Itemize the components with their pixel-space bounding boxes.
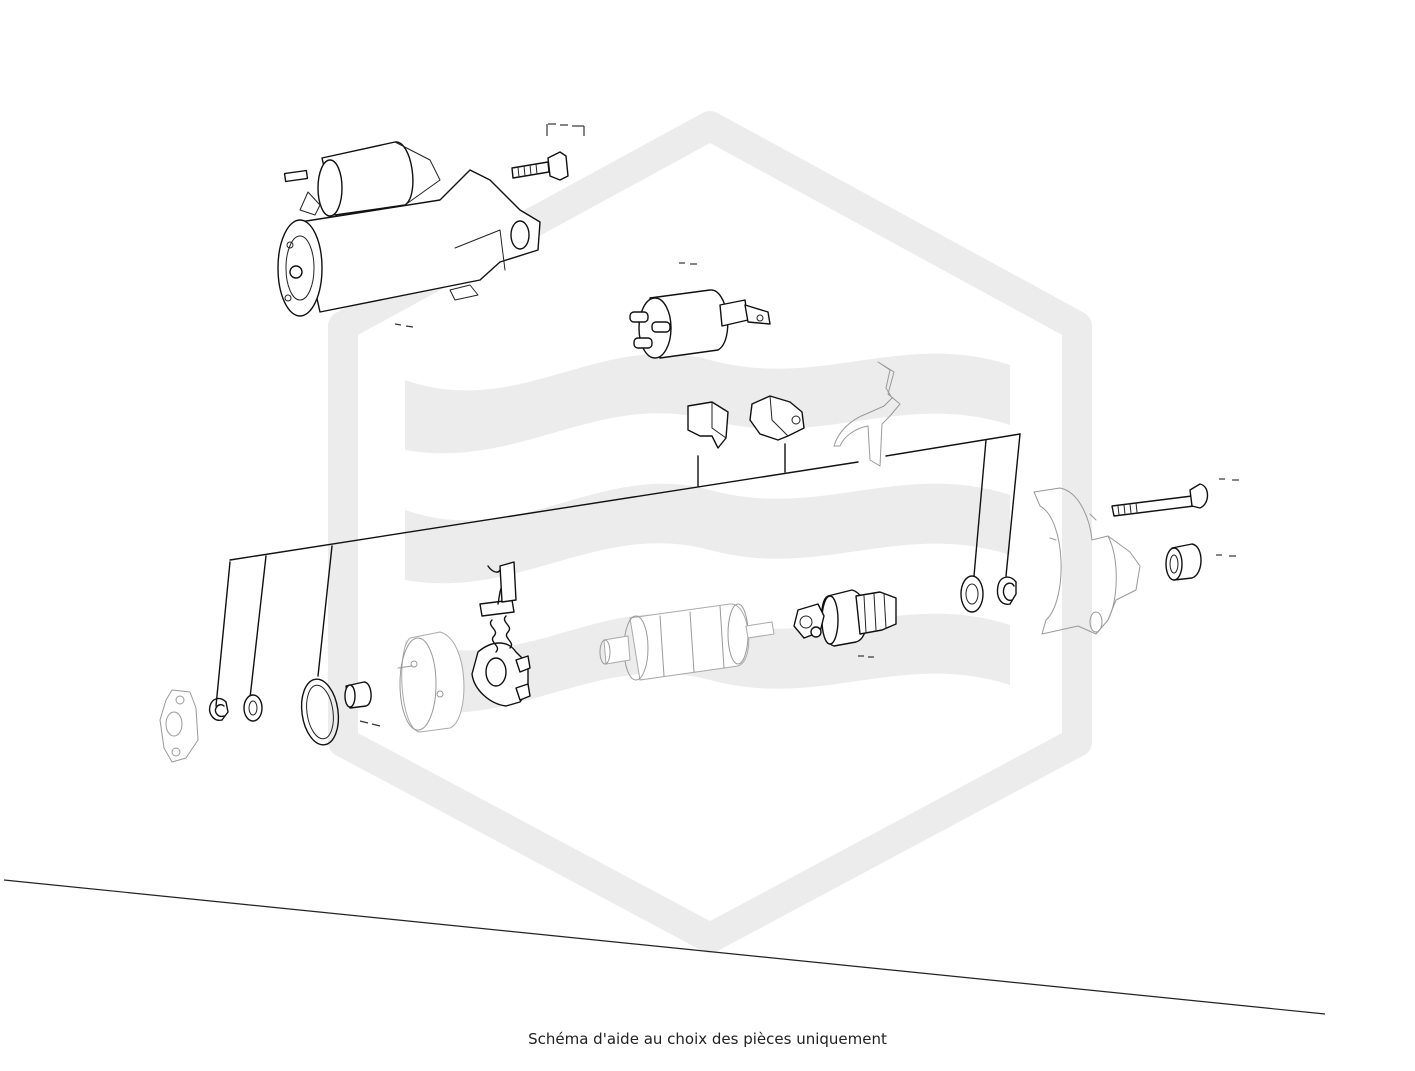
- washer-icon: [243, 694, 263, 722]
- bushing-icon: [344, 681, 381, 727]
- washer-icon: [960, 575, 984, 613]
- solenoid-icon: [629, 289, 771, 359]
- diagram-caption: Schéma d'aide au choix des pièces unique…: [528, 1030, 887, 1048]
- o-ring-icon: [300, 678, 340, 746]
- brush-holder-clip-icon: [749, 395, 805, 441]
- leader-lines: [215, 433, 1021, 707]
- long-bolt-icon: [1111, 478, 1239, 517]
- pinion-drive-icon: [793, 589, 897, 658]
- shift-fork-icon: [833, 361, 901, 467]
- baseline-divider: [3, 879, 1326, 1015]
- starter-motor-assembly-icon: [277, 141, 541, 317]
- circlip-icon: [208, 697, 229, 721]
- brush-icon: [687, 401, 729, 449]
- armature-icon: [599, 603, 775, 681]
- circlip-icon: [996, 576, 1017, 605]
- bearing-bush-icon: [1165, 543, 1236, 581]
- bolt-icon: [511, 123, 585, 181]
- brush-plate-icon: [471, 561, 531, 707]
- end-cap-icon: [159, 689, 199, 763]
- commutator-end-frame-icon: [397, 631, 465, 733]
- drive-end-housing-icon: [1033, 487, 1141, 635]
